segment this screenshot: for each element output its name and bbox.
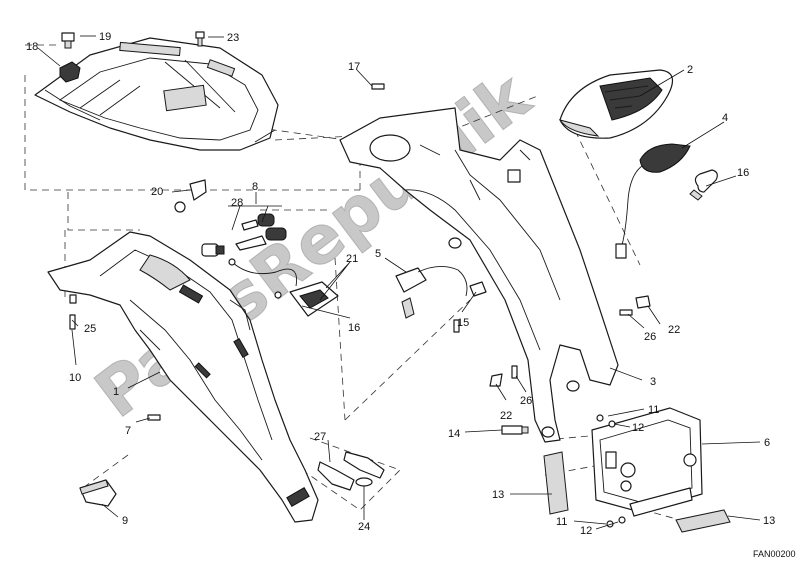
seat-latch [228,258,339,317]
callout-12-bottom: 12 [580,525,592,537]
rack-bolt [195,31,205,47]
callout-13-right: 13 [763,515,775,527]
cover-9 [79,479,117,507]
callout-10: 10 [69,372,81,384]
callout-6: 6 [764,437,770,449]
reflectors [543,451,731,533]
callout-16-mid: 16 [348,322,360,334]
rack-cap-screw [61,32,75,49]
ignition-keys [235,213,287,251]
callout-21: 21 [346,253,358,265]
callout-11-top: 11 [648,404,659,416]
callout-27: 27 [314,431,326,443]
callout-16-top: 16 [737,167,749,179]
callout-26-right: 26 [644,331,656,343]
fasteners [69,83,651,421]
callout-25: 25 [84,323,96,335]
callout-23: 23 [227,32,239,44]
callout-28: 28 [231,197,243,209]
small-brackets [317,451,385,491]
callout-20: 20 [151,186,163,198]
callout-22-mid: 22 [500,410,512,422]
rear-subframe-bracket [339,107,619,443]
license-light [395,266,468,319]
callout-8: 8 [252,181,258,193]
bulb [689,169,718,201]
callout-15: 15 [457,317,469,329]
callout-12-top: 12 [632,422,644,434]
license-plate-holder [591,407,703,517]
callout-3: 3 [650,376,656,388]
callout-24: 24 [358,521,370,533]
callout-17: 17 [348,61,360,73]
callout-7: 7 [125,425,131,437]
callout-19: 19 [99,31,111,43]
rubber-pad [59,61,81,83]
callout-2: 2 [687,64,693,76]
callout-18: 18 [26,41,38,53]
reference-code: FAN00200 [753,549,796,559]
callout-5: 5 [375,248,381,260]
callout-26-mid: 26 [520,395,532,407]
rear-undertray [47,231,319,523]
tail-light [558,69,674,139]
callout-1: 1 [113,386,119,398]
callout-labels: 19 18 23 17 2 4 16 20 8 28 5 21 16 15 22… [26,31,775,537]
leader-lines [37,35,761,530]
lock-barrel [201,243,225,257]
bolt-14 [501,425,529,435]
callout-4: 4 [722,112,728,124]
callout-9: 9 [122,515,128,527]
callout-14: 14 [448,428,460,440]
callout-13-left: 13 [492,489,504,501]
turn-indicator [615,143,691,259]
callout-22-right: 22 [668,324,680,336]
callout-11-bottom: 11 [556,516,567,528]
luggage-rack [34,37,279,151]
bracket-small [174,179,207,213]
